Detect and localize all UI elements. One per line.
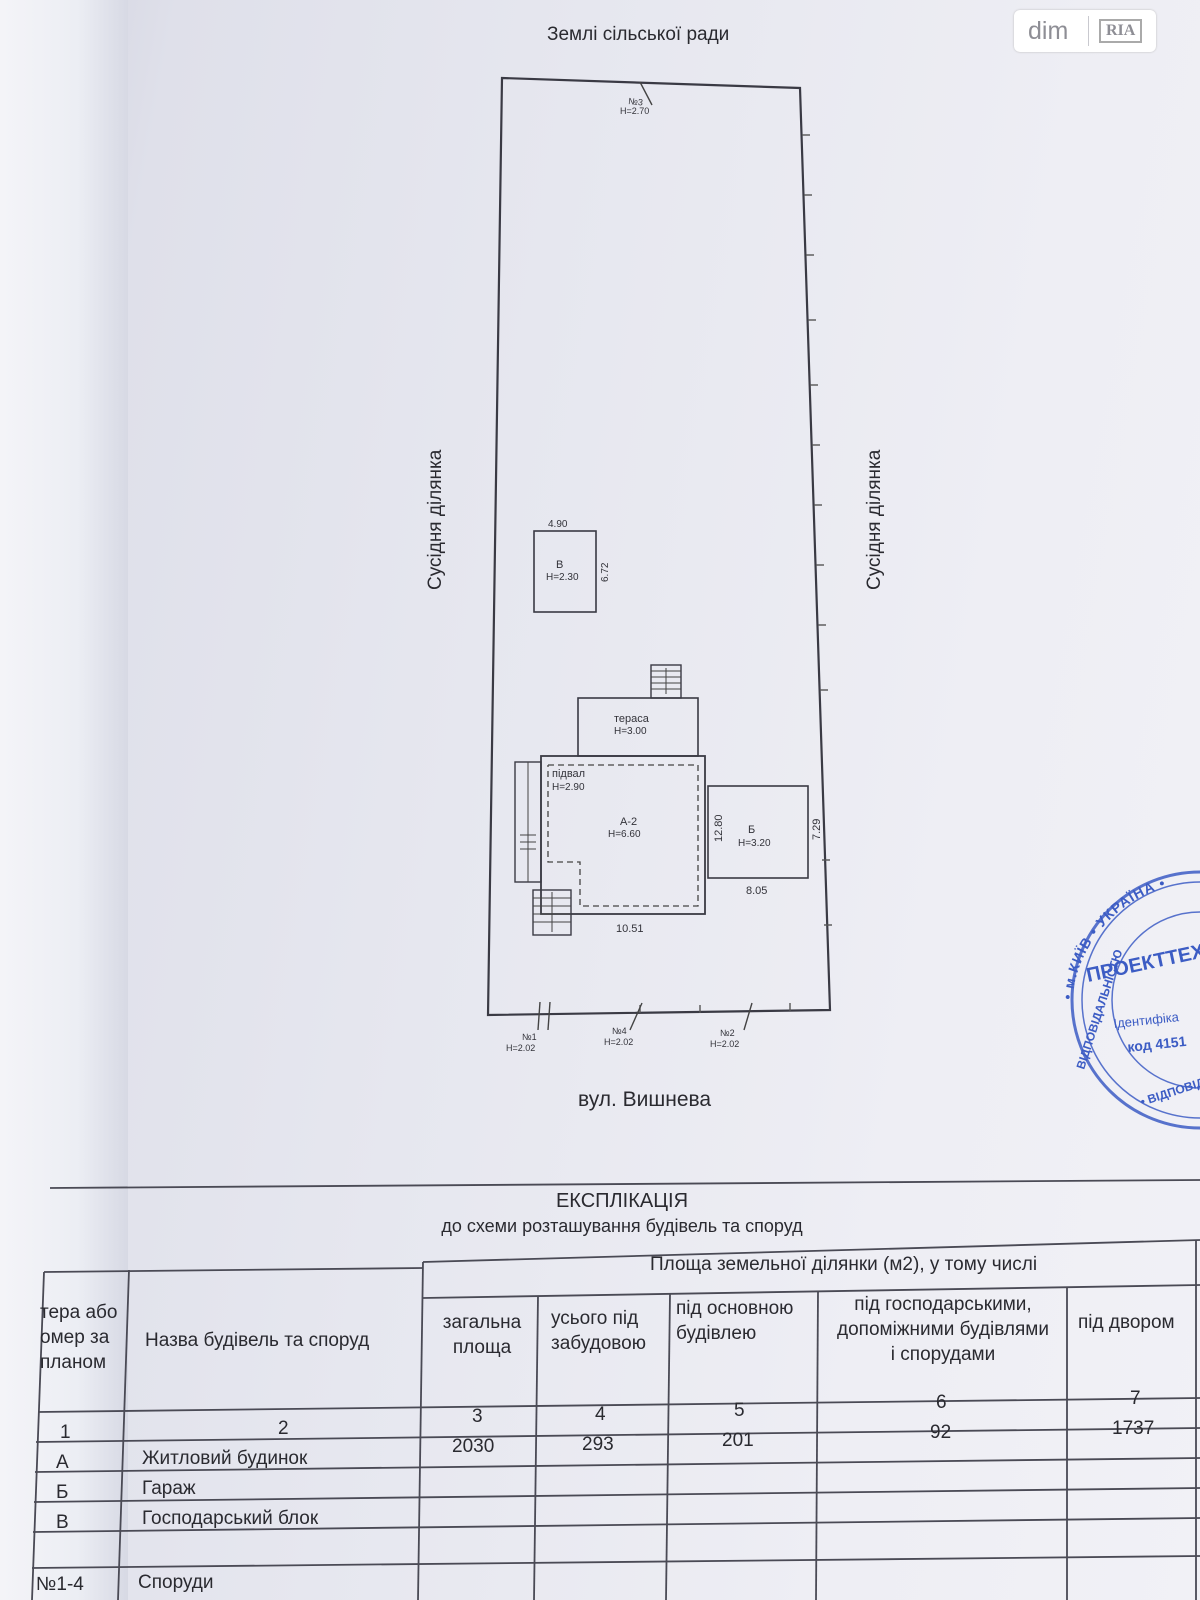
row-a-c3: 2030 <box>452 1436 495 1457</box>
area-group-header: Площа земельної ділянки (м2), у тому чис… <box>650 1254 1038 1275</box>
row-structures-name: Споруди <box>138 1572 214 1593</box>
header-col1-line1: тера або <box>40 1302 118 1323</box>
entry-stairs <box>532 889 572 936</box>
row-structures-letter: №1-4 <box>36 1574 84 1595</box>
building-v <box>533 530 597 613</box>
building-b-depth: 7.29 <box>811 819 823 840</box>
header-col5-line1: під основною <box>676 1298 794 1319</box>
header-col6-line2: допоміжними будівлями <box>837 1319 1049 1340</box>
row-v-letter: В <box>56 1512 69 1533</box>
point-1-height: H=2.02 <box>506 1043 535 1053</box>
point-3-id: №3 <box>628 96 644 107</box>
building-b-height: H=3.20 <box>738 838 771 849</box>
terrace-name: тераса <box>614 713 650 725</box>
colnum-3: 3 <box>472 1406 483 1427</box>
building-v-depth: 6.72 <box>600 562 611 582</box>
colnum-6: 6 <box>936 1392 947 1413</box>
west-boundary-label: Сусідня ділянка <box>425 449 446 590</box>
header-col4: усього під забудовою <box>551 1306 646 1356</box>
point-1-id: №1 <box>522 1032 537 1042</box>
watermark-separator <box>1088 16 1089 46</box>
row-a-letter: А <box>56 1452 69 1473</box>
site-plan: №3 H=2.70 №1 H=2.02 №4 H=2.02 №2 H=2.02 … <box>486 76 832 1053</box>
east-boundary-label: Сусідня ділянка <box>864 449 885 590</box>
header-col4-line2: забудовою <box>551 1333 646 1354</box>
header-col3: загальна площа <box>432 1310 532 1360</box>
plot-boundary <box>486 76 832 1017</box>
header-col7: під двором <box>1078 1312 1175 1333</box>
point-3-height: H=2.70 <box>620 106 649 116</box>
colnum-5: 5 <box>734 1400 745 1421</box>
watermark-ria-logo: RIA <box>1099 19 1143 43</box>
building-v-height: H=2.30 <box>546 572 579 583</box>
building-a-width: 10.51 <box>616 923 644 935</box>
header-col1-line3: планом <box>40 1352 107 1373</box>
building-b-name: Б <box>748 824 755 836</box>
stamp-company: ПРОЕКТТЕХСЕР <box>1084 932 1200 987</box>
building-v-name: В <box>556 559 563 571</box>
building-a-depth: 12.80 <box>713 814 725 842</box>
colnum-4: 4 <box>595 1404 606 1425</box>
row-v-name: Господарський блок <box>142 1508 319 1529</box>
stamp-code: код 4151 <box>1127 1033 1188 1055</box>
colnum-1: 1 <box>60 1422 71 1443</box>
dimria-watermark: dim RIA <box>1014 10 1156 52</box>
point-1-mark <box>537 1001 541 1031</box>
point-2-id: №2 <box>720 1028 735 1038</box>
row-a-c4: 293 <box>582 1434 614 1455</box>
row-a-name: Житловий будинок <box>142 1448 308 1469</box>
header-col6: під господарськими, допоміжними будівлям… <box>822 1292 1064 1367</box>
header-col4-line1: усього під <box>551 1308 639 1329</box>
terrace-height: H=3.00 <box>614 726 647 737</box>
point-3-mark <box>639 81 653 106</box>
row-b-name: Гараж <box>142 1478 196 1499</box>
building-a-height: H=6.60 <box>608 829 641 840</box>
header-col6-line1: під господарськими, <box>854 1294 1032 1315</box>
row-a-c5: 201 <box>722 1430 754 1451</box>
row-b-letter: Б <box>56 1482 69 1503</box>
explication-subtitle: до схеми розташування будівель та споруд <box>441 1216 803 1236</box>
page-fold-shadow <box>0 0 128 1600</box>
cellar-outline <box>547 764 699 907</box>
header-col1: тера або омер за планом <box>40 1300 117 1375</box>
building-a-name: А-2 <box>620 816 637 828</box>
header-col6-line3: і спорудами <box>890 1344 996 1365</box>
point-4-mark <box>629 1002 643 1031</box>
official-stamp: • м.КИЇВ • УКРАЇНА • ВІДПОВІДАЛЬНІСТЮ • … <box>1059 870 1200 1130</box>
point-4-id: №4 <box>612 1026 627 1036</box>
point-4-height: H=2.02 <box>604 1037 633 1047</box>
point-2-mark <box>743 1002 753 1031</box>
north-boundary-label: Землі сільської ради <box>547 24 730 45</box>
stamp-id-label: Ідентифіка <box>1113 1009 1181 1031</box>
header-col2: Назва будівель та споруд <box>145 1330 370 1351</box>
boundary-ticks <box>639 134 832 1013</box>
building-b <box>707 785 809 879</box>
building-b-width: 8.05 <box>746 885 767 897</box>
point-2-height: H=2.02 <box>710 1039 739 1049</box>
colnum-7: 7 <box>1130 1388 1141 1409</box>
point-1-mark-b <box>547 1001 551 1031</box>
colnum-2: 2 <box>278 1418 289 1439</box>
stamp-bottom-text: • ВІДПОВІД <box>1139 1075 1200 1109</box>
header-col5: під основною будівлею <box>676 1296 793 1346</box>
row-a-c7: 1737 <box>1112 1418 1155 1439</box>
header-col3-line1: загальна <box>442 1312 522 1333</box>
explication-title: ЕКСПЛІКАЦІЯ <box>555 1190 689 1212</box>
header-col3-line2: площа <box>452 1337 512 1358</box>
header-col5-line2: будівлею <box>676 1323 757 1344</box>
cellar-name: підвал <box>552 768 585 780</box>
watermark-dim-text: dim <box>1028 16 1069 45</box>
header-col1-line2: омер за <box>40 1327 110 1348</box>
cellar-height: H=2.90 <box>552 782 585 793</box>
building-v-width: 4.90 <box>548 519 568 530</box>
street-label: вул. Вишнева <box>578 1088 712 1111</box>
row-a-c6: 92 <box>930 1422 952 1443</box>
